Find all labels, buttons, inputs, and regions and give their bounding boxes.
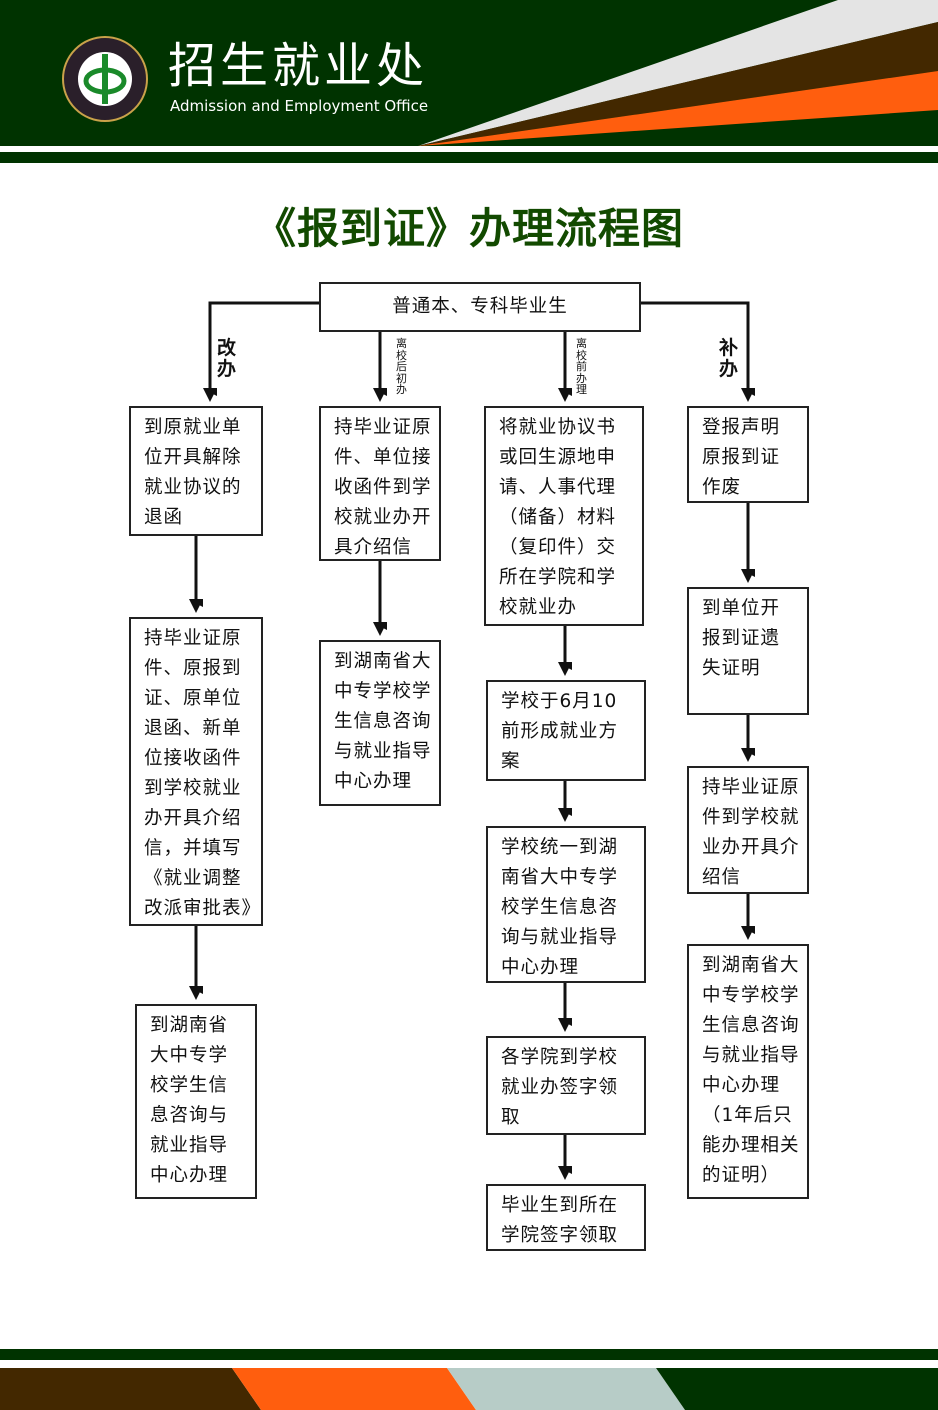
step-text-line: 毕业生到所在 bbox=[501, 1195, 619, 1216]
header-banner bbox=[0, 0, 938, 163]
step-text-line: 就业协议的 bbox=[144, 477, 242, 498]
step-text-line: 请、人事代理 bbox=[499, 477, 617, 498]
step-text-line: 学校统一到湖 bbox=[501, 837, 619, 858]
label-reissue: 补办 bbox=[719, 337, 739, 380]
step-text-line: 南省大中专学 bbox=[501, 867, 619, 888]
footer-band bbox=[0, 1349, 938, 1410]
step-text-line: 收函件到学 bbox=[334, 477, 432, 498]
step-text-line: 证、原单位 bbox=[144, 688, 242, 709]
step-text-line: 信，并填写 bbox=[144, 838, 242, 859]
step-text-line: 件到学校就 bbox=[702, 807, 800, 828]
col3-step-2: 学校于6月10 前形成就业方案 bbox=[486, 680, 646, 781]
arrow-reissue bbox=[640, 301, 755, 396]
step-text-line: 中专学校学 bbox=[702, 985, 800, 1006]
start-node: 普通本、专科毕业生 bbox=[319, 282, 641, 332]
step-text-line: 到学校就业 bbox=[144, 778, 242, 799]
step-text-line: 登报声明 bbox=[702, 417, 781, 438]
step-text-line: 校学生信 bbox=[150, 1075, 229, 1096]
step-text-line: （复印件）交 bbox=[499, 537, 617, 558]
university-logo bbox=[62, 36, 148, 122]
col3-step-5: 毕业生到所在学院签字领取 bbox=[486, 1184, 646, 1251]
step-text-line: 到湖南省大 bbox=[702, 955, 800, 976]
step-text-line: 作废 bbox=[702, 477, 742, 498]
col4-step-1: 登报声明原报到证作废 bbox=[687, 406, 809, 503]
step-text-line: 各学院到学校 bbox=[501, 1047, 619, 1068]
col1-step-2: 持毕业证原件、原报到证、原单位退函、新单位接收函件到学校就业办开具介绍信，并填写… bbox=[129, 617, 263, 926]
step-text-line: 原报到证 bbox=[702, 447, 781, 468]
step-text-line: 取 bbox=[501, 1107, 521, 1128]
step-text-line: 办开具介绍 bbox=[144, 808, 242, 829]
step-text-line: 学院签字领取 bbox=[501, 1225, 619, 1246]
step-text-line: 《就业调整 bbox=[144, 868, 242, 889]
step-text-line: 到原就业单 bbox=[144, 417, 242, 438]
step-text-line: 校学生信息咨 bbox=[501, 897, 619, 918]
step-text-line: 到湖南省大 bbox=[334, 651, 432, 672]
step-text-line: 就业办签字领 bbox=[501, 1077, 619, 1098]
step-text-line: 能办理相关 bbox=[702, 1135, 800, 1156]
step-text-line: 中心办理 bbox=[150, 1165, 229, 1186]
col4-step-2: 到单位开报到证遗失证明 bbox=[687, 587, 809, 715]
step-text-line: 大中专学 bbox=[150, 1045, 229, 1066]
step-text-line: 退函、新单 bbox=[144, 718, 242, 739]
step-text-line: 持毕业证原 bbox=[334, 417, 432, 438]
step-text-line: 到湖南省 bbox=[150, 1015, 229, 1036]
step-text-line: 到单位开 bbox=[702, 598, 781, 619]
step-text-line: 询与就业指导 bbox=[501, 927, 619, 948]
step-text-line: 持毕业证原 bbox=[702, 777, 800, 798]
page-title: 《报到证》办理流程图 bbox=[253, 204, 684, 253]
step-text-line: 改派审批表》 bbox=[144, 898, 262, 919]
step-text-line: 业办开具介 bbox=[702, 837, 800, 858]
step-text-line: 息咨询与 bbox=[150, 1105, 229, 1126]
label-after-leave: 离校后初办 bbox=[396, 337, 407, 396]
step-text-line: 所在学院和学 bbox=[499, 567, 617, 588]
step-text-line: 学校于6月10 bbox=[501, 691, 618, 712]
step-text-line: 的证明） bbox=[702, 1165, 781, 1186]
step-text-line: 将就业协议书 bbox=[499, 417, 617, 438]
step-text-line: 生信息咨询 bbox=[702, 1015, 800, 1036]
col3-step-3: 学校统一到湖南省大中专学校学生信息咨询与就业指导中心办理 bbox=[486, 826, 646, 983]
step-text-line: 件、单位接 bbox=[334, 447, 432, 468]
col2-step-1: 持毕业证原件、单位接收函件到学校就业办开具介绍信 bbox=[319, 406, 441, 561]
step-text-line: 生信息咨询 bbox=[334, 711, 432, 732]
step-text-line: 校就业办 bbox=[499, 597, 578, 618]
step-text-line: 中专学校学 bbox=[334, 681, 432, 702]
step-text-line: 案 bbox=[501, 751, 521, 772]
step-text-line: 位接收函件 bbox=[144, 748, 242, 769]
step-text-line: 与就业指导 bbox=[702, 1045, 800, 1066]
step-text-line: 前形成就业方 bbox=[501, 721, 619, 742]
step-text-line: 失证明 bbox=[702, 658, 761, 679]
step-text-line: 持毕业证原 bbox=[144, 628, 242, 649]
step-text-line: （1年后只 bbox=[702, 1105, 793, 1126]
label-before-leave: 离校前办理 bbox=[576, 337, 587, 396]
org-name: 招生就业处 bbox=[168, 38, 429, 94]
col2-step-2: 到湖南省大中专学校学生信息咨询与就业指导中心办理 bbox=[319, 640, 441, 806]
step-text-line: 退函 bbox=[144, 507, 184, 528]
step-text-line: 中心办理 bbox=[334, 771, 413, 792]
step-text-line: 绍信 bbox=[702, 867, 742, 888]
col1-step-3: 到湖南省大中专学校学生信息咨询与就业指导中心办理 bbox=[135, 1004, 257, 1199]
step-text-line: 或回生源地申 bbox=[499, 447, 617, 468]
col1-step-1: 到原就业单位开具解除就业协议的退函 bbox=[129, 406, 263, 536]
step-text-line: 就业指导 bbox=[150, 1135, 229, 1156]
step-text-line: 与就业指导 bbox=[334, 741, 432, 762]
step-text-line: 中心办理 bbox=[501, 957, 580, 978]
step-text-line: 校就业办开 bbox=[334, 507, 432, 528]
col4-step-3: 持毕业证原件到学校就业办开具介绍信 bbox=[687, 766, 809, 894]
step-text-line: 件、原报到 bbox=[144, 658, 242, 679]
step-text-line: （储备）材料 bbox=[499, 507, 617, 528]
org-name-en: Admission and Employment Office bbox=[170, 97, 429, 115]
step-text-line: 位开具解除 bbox=[144, 447, 242, 468]
step-text-line: 报到证遗 bbox=[702, 628, 781, 649]
step-text-line: 具介绍信 bbox=[334, 537, 413, 558]
arrow-change bbox=[208, 301, 319, 396]
col4-step-4: 到湖南省大中专学校学生信息咨询与就业指导中心办理 （1年后只能办理相关的证明） bbox=[687, 944, 809, 1199]
label-change: 改办 bbox=[217, 337, 237, 380]
col3-step-1: 将就业协议书或回生源地申请、人事代理 （储备）材料 （复印件）交所在学院和学校就业办 bbox=[484, 406, 644, 626]
col3-step-4: 各学院到学校就业办签字领取 bbox=[486, 1036, 646, 1135]
step-text-line: 中心办理 bbox=[702, 1075, 781, 1096]
